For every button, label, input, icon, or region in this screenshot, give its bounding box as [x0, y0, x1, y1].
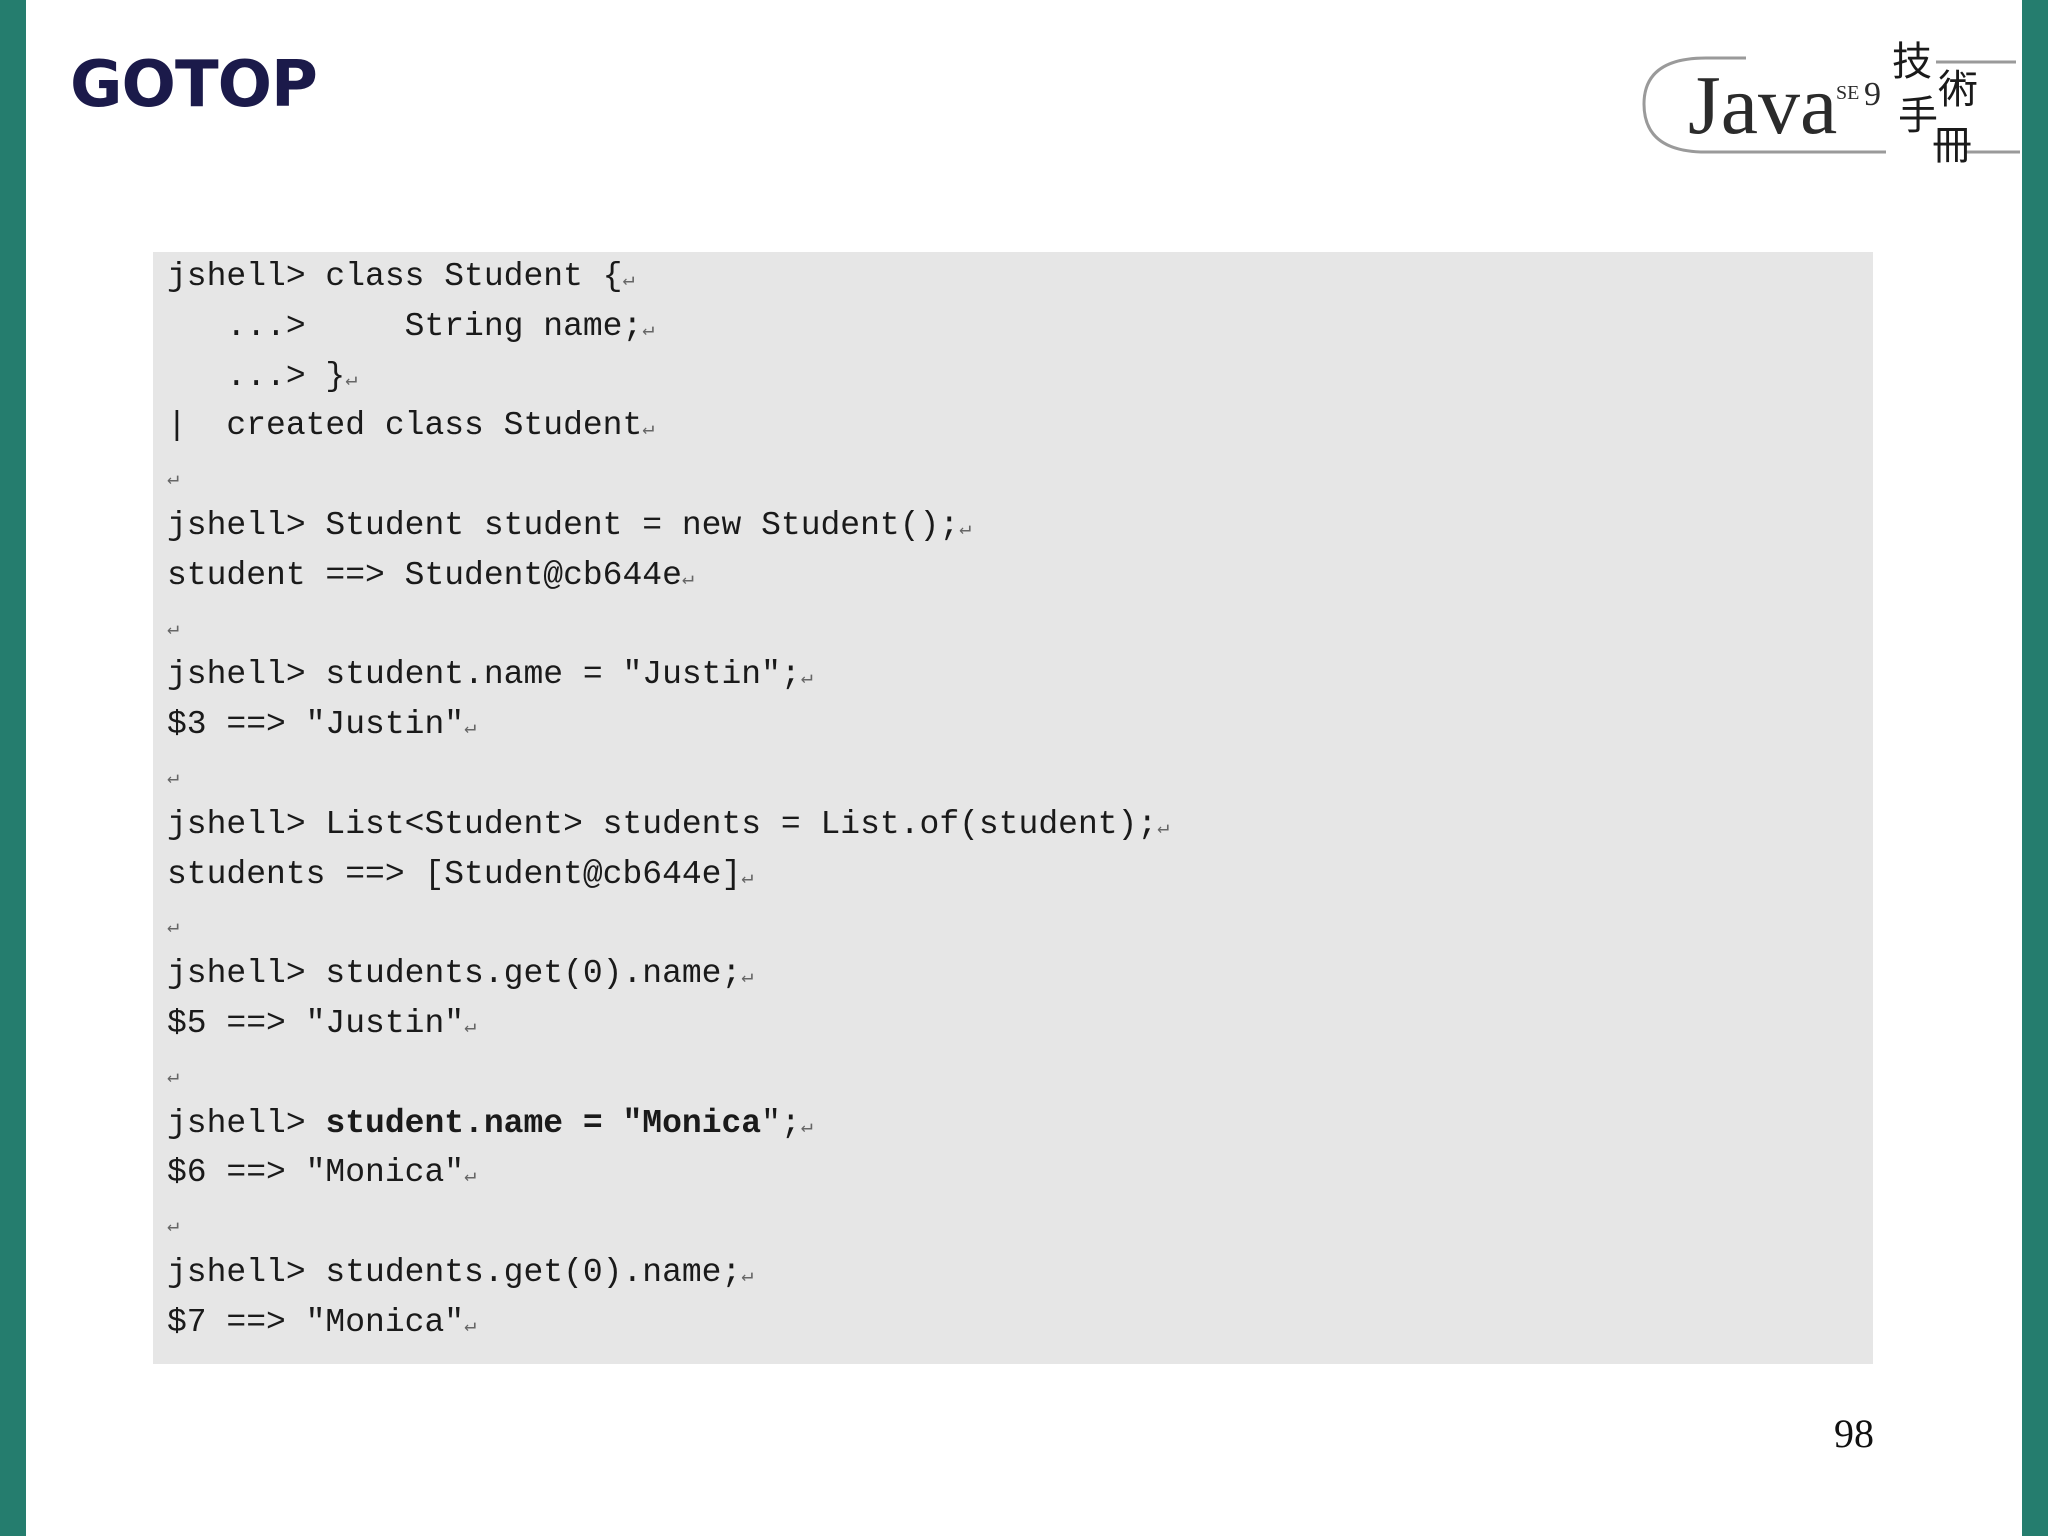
code-text-tail: ";: [761, 1104, 801, 1142]
code-line: ↵: [167, 899, 1169, 949]
java-se-label: SE: [1836, 82, 1860, 104]
cn-char-3: 手: [1898, 93, 1938, 139]
code-text: $6 ==> "Monica": [167, 1154, 465, 1192]
code-text: jshell> Student student = new Student();: [167, 506, 960, 544]
return-mark-icon: ↵: [167, 468, 180, 492]
code-text: student ==> Student@cb644e: [167, 556, 682, 594]
return-mark-icon: ↵: [167, 916, 180, 940]
return-mark-icon: ↵: [741, 866, 754, 890]
code-line: ↵: [167, 451, 1169, 501]
cn-char-1: 技: [1892, 39, 1932, 85]
code-text: ...> }: [167, 357, 346, 395]
return-mark-icon: ↵: [167, 1065, 180, 1089]
code-text: ...> String name;: [167, 307, 643, 345]
gotop-logo: GOTOP: [70, 48, 318, 122]
code-line: ...> String name;↵: [167, 302, 1169, 352]
return-mark-icon: ↵: [622, 269, 635, 292]
code-text: jshell>: [167, 1104, 326, 1142]
return-mark-icon: ↵: [681, 567, 694, 591]
return-mark-icon: ↵: [959, 517, 972, 541]
code-line: jshell> students.get(0).name;↵: [167, 949, 1169, 999]
return-mark-icon: ↵: [464, 1165, 477, 1189]
code-line: $6 ==> "Monica"↵: [167, 1148, 1169, 1198]
code-line: | created class Student↵: [167, 401, 1169, 451]
return-mark-icon: ↵: [642, 418, 655, 442]
code-text: $7 ==> "Monica": [167, 1303, 465, 1341]
code-line: jshell> student.name = "Justin";↵: [167, 650, 1169, 700]
return-mark-icon: ↵: [800, 667, 813, 691]
page-number: 98: [1834, 1411, 1874, 1456]
code-text: students ==> [Student@cb644e]: [167, 855, 742, 893]
return-mark-icon: ↵: [464, 717, 477, 741]
code-line: jshell> List<Student> students = List.of…: [167, 800, 1169, 850]
code-line: ↵: [167, 1198, 1169, 1248]
return-mark-icon: ↵: [741, 1264, 754, 1288]
code-text: jshell> students.get(0).name;: [167, 955, 742, 993]
code-line: jshell> Student student = new Student();…: [167, 501, 1169, 551]
code-text: $5 ==> "Justin": [167, 1004, 465, 1042]
return-mark-icon: ↵: [1157, 816, 1170, 840]
jshell-code-block: jshell> class Student {↵ ...> String nam…: [153, 252, 1873, 1364]
return-mark-icon: ↵: [464, 1314, 477, 1338]
return-mark-icon: ↵: [167, 617, 180, 641]
return-mark-icon: ↵: [741, 966, 754, 990]
code-line: $3 ==> "Justin"↵: [167, 700, 1169, 750]
cn-char-4: 冊: [1932, 123, 1972, 169]
return-mark-icon: ↵: [464, 1015, 477, 1039]
left-accent-bar: [0, 0, 26, 1536]
right-accent-bar: [2022, 0, 2048, 1536]
code-text: jshell> students.get(0).name;: [167, 1253, 742, 1291]
code-text: $3 ==> "Justin": [167, 706, 465, 744]
code-text: jshell> class Student {: [167, 258, 623, 295]
code-line: jshell> students.get(0).name;↵: [167, 1248, 1169, 1298]
code-lines: jshell> class Student {↵ ...> String nam…: [167, 252, 1169, 1348]
return-mark-icon: ↵: [800, 1115, 813, 1139]
code-line: student ==> Student@cb644e↵: [167, 551, 1169, 601]
code-text: jshell> student.name = "Justin";: [167, 656, 801, 694]
java-logo-frame: [1642, 56, 2020, 154]
return-mark-icon: ↵: [345, 368, 358, 392]
code-line: $7 ==> "Monica"↵: [167, 1298, 1169, 1348]
code-text: | created class Student: [167, 407, 643, 445]
code-text: jshell> List<Student> students = List.of…: [167, 805, 1158, 843]
code-line: jshell> class Student {↵: [167, 252, 1169, 302]
java-word: Java: [1688, 59, 1838, 152]
code-line: ↵: [167, 750, 1169, 800]
code-line: ...> }↵: [167, 352, 1169, 402]
return-mark-icon: ↵: [167, 1215, 180, 1239]
return-mark-icon: ↵: [167, 766, 180, 790]
java-se9-logo: Java SE 9 技 術 手 冊: [1636, 40, 2021, 180]
code-line: ↵: [167, 601, 1169, 651]
code-text-bold: student.name = "Monica: [325, 1104, 762, 1142]
code-line: students ==> [Student@cb644e]↵: [167, 850, 1169, 900]
code-line: jshell> student.name = "Monica";↵: [167, 1099, 1169, 1149]
code-line: ↵: [167, 1049, 1169, 1099]
cn-char-2: 術: [1938, 67, 1978, 113]
return-mark-icon: ↵: [642, 318, 655, 342]
java-version: 9: [1864, 76, 1881, 113]
code-line: $5 ==> "Justin"↵: [167, 999, 1169, 1049]
